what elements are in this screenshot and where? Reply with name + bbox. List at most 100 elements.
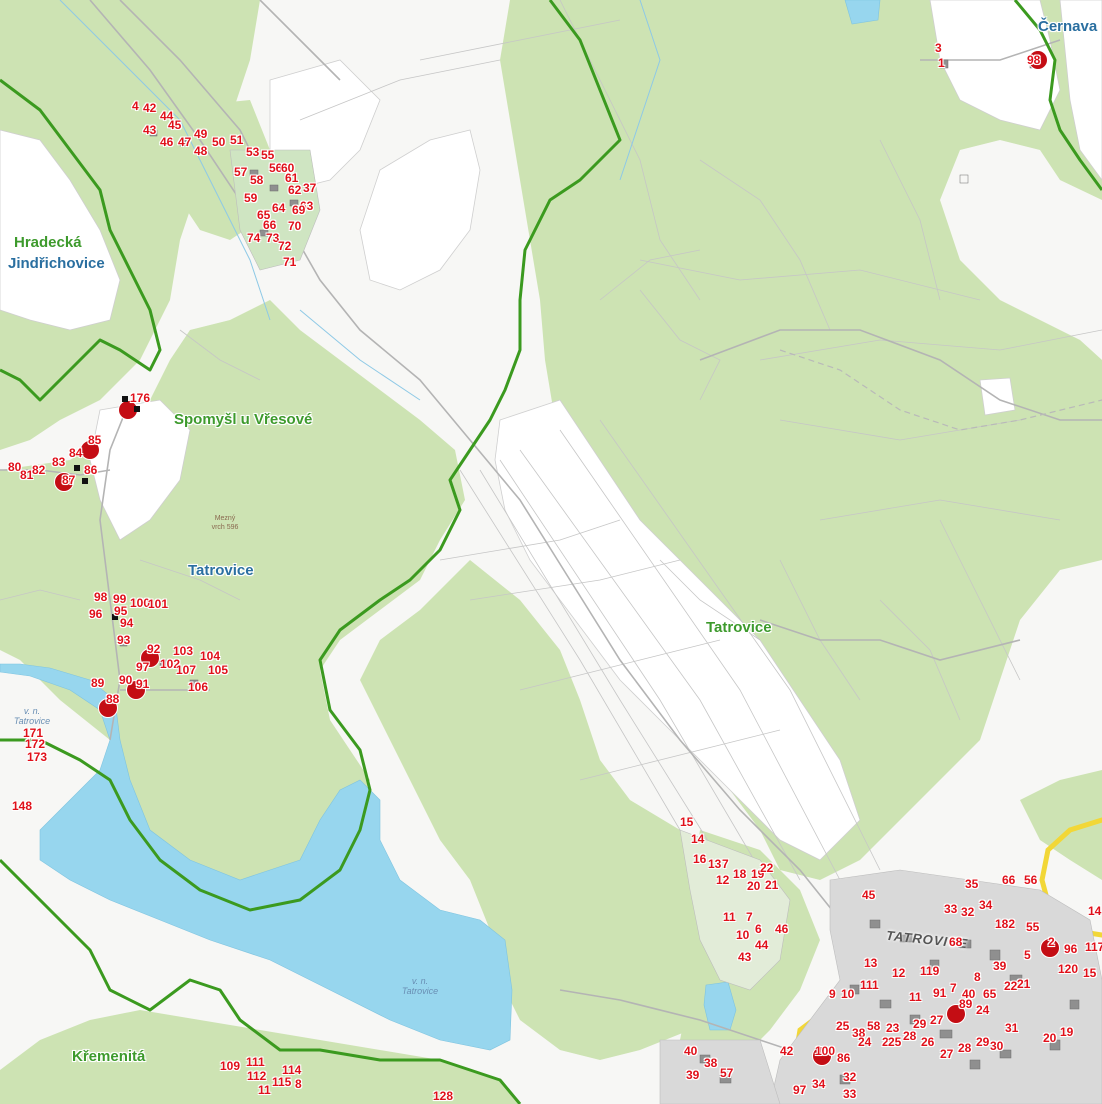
house-number-label[interactable]: 171 xyxy=(23,726,44,740)
house-number-label[interactable]: 7 xyxy=(950,981,957,995)
house-number-label[interactable]: 58 xyxy=(867,1019,881,1033)
house-number-label[interactable]: 111 xyxy=(246,1055,265,1069)
house-number-label[interactable]: 119 xyxy=(920,964,940,978)
house-number-label[interactable]: 57 xyxy=(720,1066,734,1080)
house-number-label[interactable]: 23 xyxy=(886,1021,900,1035)
address-marker[interactable] xyxy=(1040,938,1060,958)
house-number-label[interactable]: 88 xyxy=(106,692,120,706)
house-number-label[interactable]: 21 xyxy=(765,878,779,892)
house-number-label[interactable]: 85 xyxy=(88,433,102,447)
house-number-label[interactable]: 148 xyxy=(12,799,33,813)
house-number-label[interactable]: 43 xyxy=(738,950,752,964)
house-number-label[interactable]: 98 xyxy=(1027,53,1041,67)
house-number-label[interactable]: 80 xyxy=(8,460,22,474)
house-number-label[interactable]: 182 xyxy=(995,917,1016,931)
house-number-label[interactable]: 37 xyxy=(303,181,317,195)
house-number-label[interactable]: 44 xyxy=(755,938,769,952)
house-number-label[interactable]: 1 xyxy=(938,56,945,70)
house-number-label[interactable]: 100 xyxy=(815,1044,836,1058)
house-number-label[interactable]: 94 xyxy=(120,616,134,630)
house-number-label[interactable]: 173 xyxy=(27,750,48,764)
house-number-label[interactable]: 4 xyxy=(132,99,139,113)
house-number-label[interactable]: 24 xyxy=(976,1003,990,1017)
house-number-label[interactable]: 13 xyxy=(864,956,878,970)
house-number-label[interactable]: 20 xyxy=(747,879,761,893)
house-number-label[interactable]: 38 xyxy=(852,1026,866,1040)
house-number-label[interactable]: 89 xyxy=(91,676,105,690)
house-number-label[interactable]: 60 xyxy=(281,161,295,175)
house-number-label[interactable]: 15 xyxy=(1083,966,1097,980)
house-number-label[interactable]: 16 xyxy=(693,852,707,866)
house-number-label[interactable]: 22 xyxy=(1004,979,1018,993)
house-number-label[interactable]: 65 xyxy=(983,987,997,1001)
house-number-label[interactable]: 45 xyxy=(168,118,182,132)
address-marker[interactable] xyxy=(946,1004,966,1024)
house-number-label[interactable]: 3 xyxy=(935,41,942,55)
house-number-label[interactable]: 64 xyxy=(272,201,286,215)
house-number-label[interactable]: 33 xyxy=(843,1087,857,1101)
house-number-label[interactable]: 31 xyxy=(1005,1021,1019,1035)
house-number-label[interactable]: 9 xyxy=(829,987,836,1001)
house-number-label[interactable]: 5 xyxy=(1024,948,1031,962)
house-number-label[interactable]: 11 xyxy=(909,990,922,1004)
house-number-label[interactable]: 105 xyxy=(208,663,229,677)
house-number-label[interactable]: 66 xyxy=(1002,873,1016,887)
house-number-label[interactable]: 11 xyxy=(258,1083,271,1097)
house-number-label[interactable]: 14 xyxy=(691,832,705,846)
house-number-label[interactable]: 51 xyxy=(230,133,244,147)
house-number-label[interactable]: 59 xyxy=(244,191,258,205)
house-number-label[interactable]: 87 xyxy=(62,473,76,487)
house-number-label[interactable]: 86 xyxy=(84,463,98,477)
house-number-label[interactable]: 62 xyxy=(288,183,302,197)
house-number-label[interactable]: 84 xyxy=(69,446,83,460)
house-number-label[interactable]: 86 xyxy=(837,1051,851,1065)
house-number-label[interactable]: 95 xyxy=(114,604,128,618)
house-number-label[interactable]: 61 xyxy=(285,171,299,185)
house-number-label[interactable]: 33 xyxy=(944,902,958,916)
address-marker[interactable] xyxy=(812,1046,832,1066)
house-number-label[interactable]: 27 xyxy=(940,1047,954,1061)
house-number-label[interactable]: 55 xyxy=(1026,920,1040,934)
house-number-label[interactable]: 91 xyxy=(933,986,947,1000)
house-number-label[interactable]: 21 xyxy=(1017,977,1031,991)
house-number-label[interactable]: 10 xyxy=(841,987,855,1001)
house-number-label[interactable]: 104 xyxy=(200,649,221,663)
house-number-label[interactable]: 25 xyxy=(888,1035,902,1049)
house-number-label[interactable]: 72 xyxy=(278,239,292,253)
house-number-label[interactable]: 176 xyxy=(130,391,151,405)
house-number-label[interactable]: 106 xyxy=(188,680,209,694)
house-number-label[interactable]: 42 xyxy=(143,101,157,115)
house-number-label[interactable]: 28 xyxy=(903,1029,917,1043)
house-number-label[interactable]: 69 xyxy=(292,203,306,217)
address-marker[interactable] xyxy=(140,648,160,668)
house-number-label[interactable]: 6 xyxy=(755,922,762,936)
house-number-label[interactable]: 46 xyxy=(160,135,174,149)
house-number-label[interactable]: 96 xyxy=(1064,942,1078,956)
house-number-label[interactable]: 19 xyxy=(1060,1025,1074,1039)
house-number-label[interactable]: 96 xyxy=(89,607,103,621)
house-number-label[interactable]: 49 xyxy=(194,127,208,141)
house-number-label[interactable]: 2 xyxy=(1048,935,1055,949)
house-number-label[interactable]: 65 xyxy=(257,208,271,222)
house-number-label[interactable]: 93 xyxy=(117,633,131,647)
house-number-label[interactable]: 114 xyxy=(282,1063,302,1077)
house-number-label[interactable]: 101 xyxy=(148,597,169,611)
house-number-label[interactable]: 10 xyxy=(736,928,750,942)
house-number-label[interactable]: 25 xyxy=(836,1019,850,1033)
house-number-label[interactable]: 40 xyxy=(962,987,976,1001)
house-number-label[interactable]: 71 xyxy=(283,255,297,269)
house-number-label[interactable]: 40 xyxy=(684,1044,698,1058)
house-number-label[interactable]: 115 xyxy=(272,1075,292,1089)
house-number-label[interactable]: 8 xyxy=(974,970,981,984)
house-number-label[interactable]: 47 xyxy=(178,135,192,149)
house-number-label[interactable]: 39 xyxy=(993,959,1007,973)
house-number-label[interactable]: 26 xyxy=(921,1035,935,1049)
house-number-label[interactable]: 107 xyxy=(176,663,197,677)
house-number-label[interactable]: 63 xyxy=(300,199,314,213)
house-number-label[interactable]: 73 xyxy=(266,231,280,245)
house-number-label[interactable]: 12 xyxy=(892,966,906,980)
house-number-label[interactable]: 103 xyxy=(173,644,194,658)
house-number-label[interactable]: 29 xyxy=(976,1035,990,1049)
house-number-label[interactable]: 97 xyxy=(136,660,150,674)
